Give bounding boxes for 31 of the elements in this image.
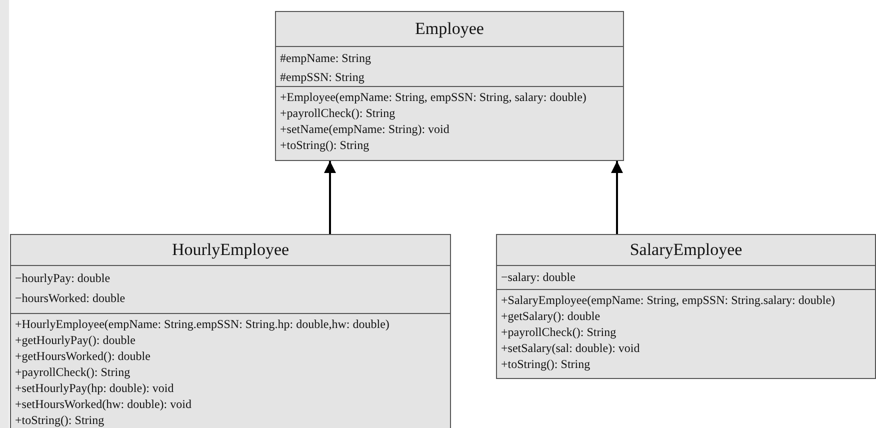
method-text: +toString(): String <box>280 137 370 153</box>
method-text: +setHoursWorked(hw: double): void <box>15 396 192 412</box>
method-text: +payrollCheck(): String <box>280 105 396 121</box>
class-box <box>275 11 624 161</box>
attribute-text: #empSSN: String <box>280 69 366 86</box>
class-name: Employee <box>414 18 485 40</box>
attribute-text: −hoursWorked: double <box>15 290 126 307</box>
class-name: SalaryEmployee <box>628 239 744 261</box>
method-text: +getSalary(): double <box>501 308 602 324</box>
method-text: +getHoursWorked(): double <box>15 348 152 364</box>
method-text: +toString(): String <box>15 412 106 428</box>
class-box <box>496 234 876 379</box>
attribute-text: −hourlyPay: double <box>15 270 112 287</box>
attribute-text: −salary: double <box>501 269 576 286</box>
method-text: +toString(): String <box>501 356 592 372</box>
method-text: +payrollCheck(): String <box>501 324 618 340</box>
method-text: +getHourlyPay(): double <box>15 332 136 348</box>
method-text: +setName(empName: String): void <box>280 121 450 137</box>
method-text: +payrollCheck(): String <box>15 364 132 380</box>
attribute-compartment <box>276 46 623 86</box>
inheritance-arrow <box>611 161 623 234</box>
method-compartment <box>11 313 450 428</box>
inheritance-arrow <box>324 161 336 234</box>
attribute-text: #empName: String <box>280 50 372 67</box>
method-text: +setSalary(sal: double): void <box>501 340 641 356</box>
method-text: +SalaryEmployee(empName: String, empSSN: String.salary: double) <box>501 292 836 308</box>
class-name: HourlyEmployee <box>170 239 290 261</box>
method-text: +HourlyEmployee(empName: String.empSSN: String.hp: double,hw: double) <box>15 316 390 332</box>
method-text: +Employee(empName: String, empSSN: String, salary: double) <box>280 89 588 105</box>
class-box <box>10 234 451 428</box>
method-text: +setHourlyPay(hp: double): void <box>15 380 175 396</box>
